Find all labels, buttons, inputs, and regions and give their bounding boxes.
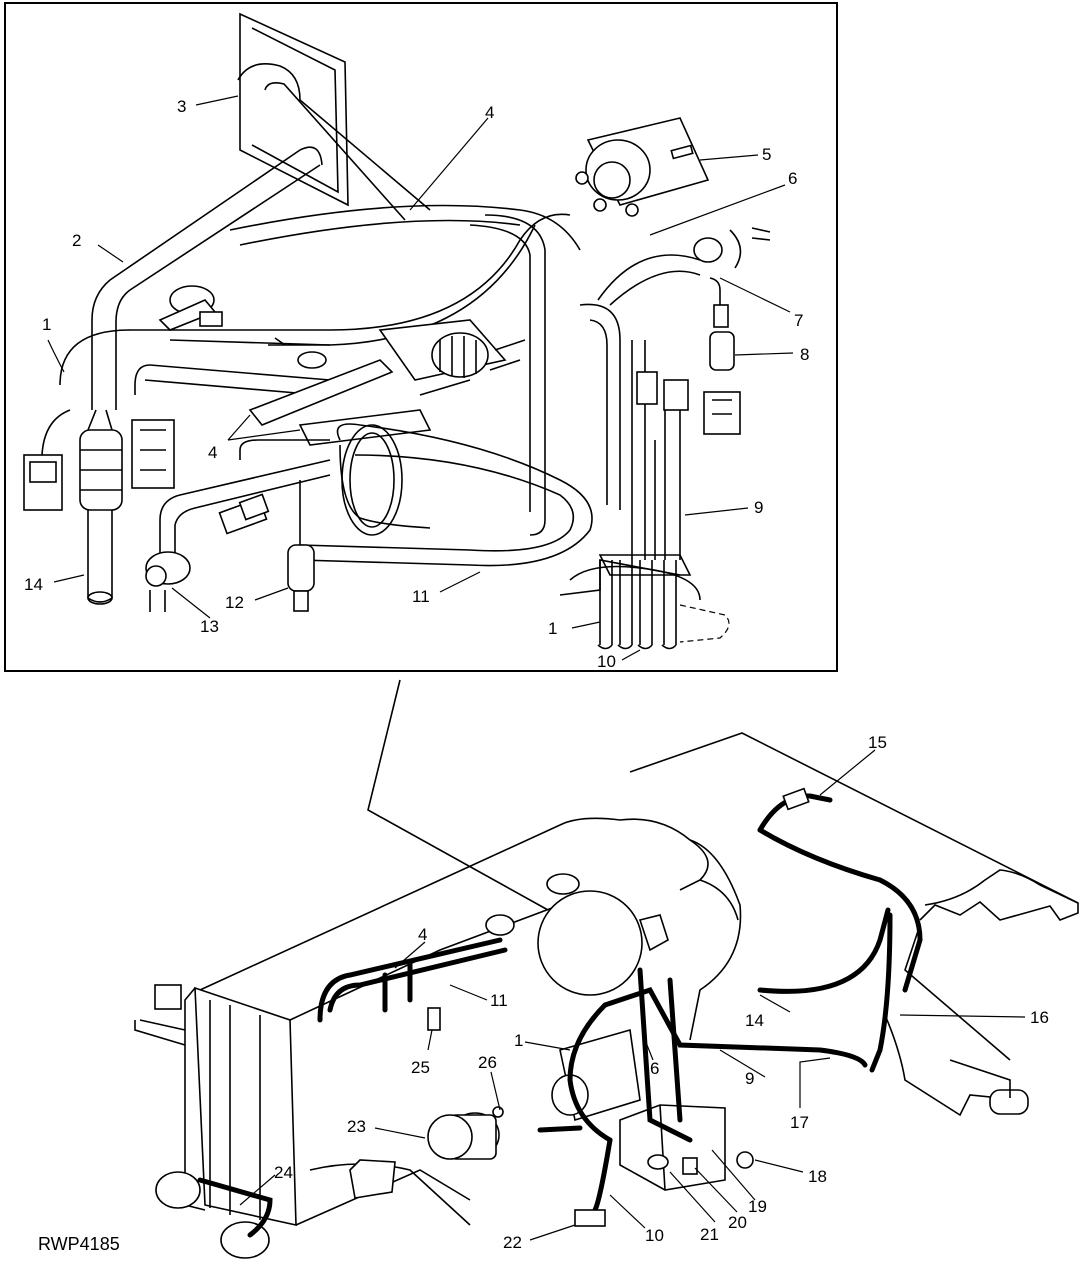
- overview-leaders: [239, 749, 1026, 1241]
- callout-4-inset-a: 4: [485, 103, 494, 122]
- callout-5: 5: [762, 145, 771, 164]
- callout-11-overview: 11: [490, 991, 508, 1010]
- callout-25: 25: [411, 1058, 430, 1077]
- inset-leaders: [47, 95, 794, 661]
- center-motor: [378, 319, 526, 396]
- callout-6-overview: 6: [650, 1059, 659, 1078]
- callout-9: 9: [754, 498, 763, 517]
- callout-1-overview: 1: [514, 1031, 523, 1050]
- tubes-10: [559, 554, 730, 650]
- sensor-5: [575, 117, 710, 217]
- callout-4-overview: 4: [418, 925, 427, 944]
- sensor-8: [703, 277, 741, 435]
- sensor-12: [287, 480, 315, 612]
- connector-right-of-grommet: [131, 419, 175, 489]
- callout-7: 7: [794, 311, 803, 330]
- callout-1-inset-a: 1: [42, 315, 51, 334]
- callout-17: 17: [790, 1113, 809, 1132]
- callout-21: 21: [700, 1225, 719, 1244]
- callout-9-overview: 9: [745, 1069, 754, 1088]
- callout-2: 2: [72, 231, 81, 250]
- callout-20: 20: [728, 1213, 747, 1232]
- callout-26: 26: [478, 1053, 497, 1072]
- harness-bundle: [59, 204, 701, 567]
- detail-location-circle: [537, 890, 643, 996]
- callout-3: 3: [177, 97, 186, 116]
- callout-23: 23: [347, 1117, 366, 1136]
- starter-motor-23: [427, 1106, 504, 1160]
- loop-to-switch: [159, 439, 331, 560]
- detail-inset: 1 2 3 4 4 5 6 7 8 9 11 12 13 14 1 10: [4, 2, 838, 672]
- switch-13: [145, 551, 191, 612]
- callout-16: 16: [1030, 1008, 1049, 1027]
- figure-code: RWP4185: [38, 1234, 120, 1254]
- overview-harness: [197, 787, 923, 1238]
- overview-vehicle: [134, 732, 1079, 1259]
- hose-3: [237, 63, 431, 221]
- pipe-clamp: [248, 337, 432, 446]
- callout-12: 12: [225, 593, 244, 612]
- lamp-7: [693, 227, 771, 269]
- callout-1-inset-b: 1: [548, 619, 557, 638]
- inset-callouts: 1 2 3 4 4 5 6 7 8 9 11 12 13 14 1 10: [24, 97, 809, 671]
- connector-left: [23, 409, 71, 511]
- callout-14-overview: 14: [745, 1011, 764, 1030]
- callout-10-inset: 10: [597, 652, 616, 671]
- cable-14-stub: [87, 510, 113, 605]
- callout-19: 19: [748, 1197, 767, 1216]
- callout-13: 13: [200, 617, 219, 636]
- callout-6: 6: [788, 169, 797, 188]
- overview-callouts: 4 11 1 25 26 6 9 14 15 16 17 18 19 20 21…: [274, 733, 1049, 1252]
- hose-2: [91, 146, 323, 410]
- callout-24: 24: [274, 1163, 293, 1182]
- conduits-9: [631, 340, 689, 560]
- callout-15: 15: [868, 733, 887, 752]
- callout-4-inset-b: 4: [208, 443, 217, 462]
- callout-22: 22: [503, 1233, 522, 1252]
- grommet-left: [79, 409, 123, 511]
- callout-10-overview: 10: [645, 1226, 664, 1245]
- inset-pointer-line: [367, 679, 549, 911]
- callout-18: 18: [808, 1167, 827, 1186]
- callout-11: 11: [412, 587, 430, 606]
- callout-14-inset: 14: [24, 575, 43, 594]
- clamp-upper: [158, 285, 223, 331]
- callout-8: 8: [800, 345, 809, 364]
